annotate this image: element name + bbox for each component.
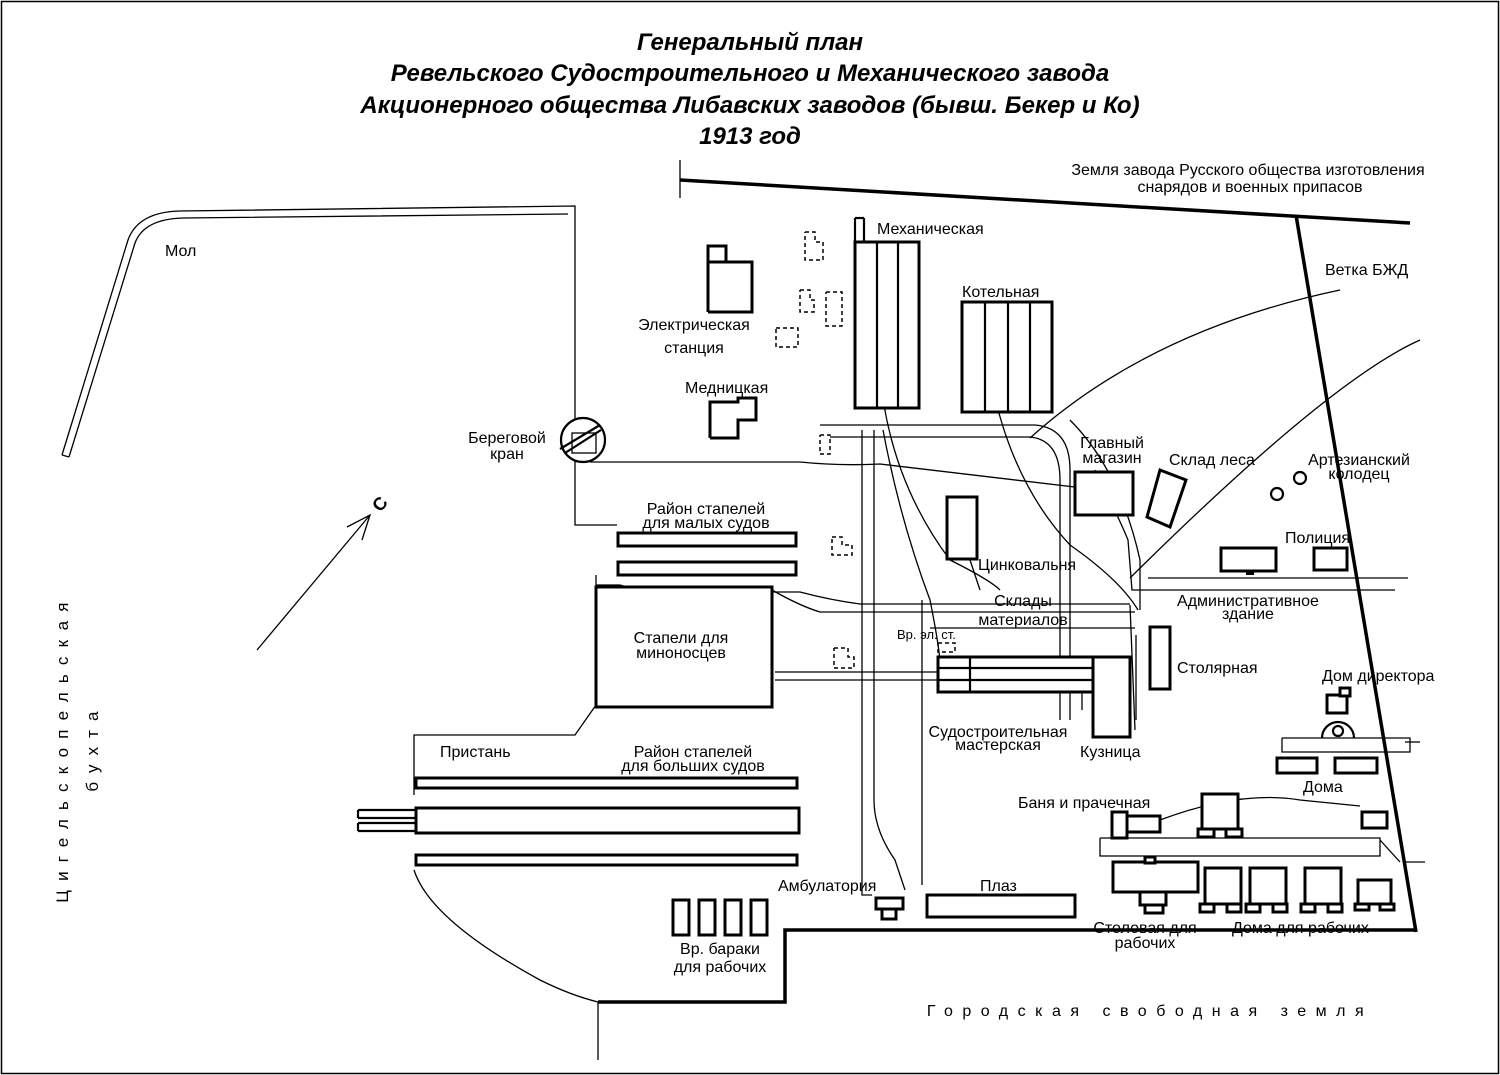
label-shipbuilding-1: Судостроительная [929, 724, 1068, 741]
label-temp-power: Вр. эл. ст. [897, 627, 956, 642]
label-crane-1: Береговой [468, 430, 546, 447]
house-1 [1275, 756, 1319, 775]
label-torpedo-slips-2: миноносцев [636, 645, 726, 662]
mol-breakwater [61, 205, 617, 526]
label-bay-2: бухта [83, 702, 102, 791]
police-building [1312, 546, 1349, 572]
label-bath: Баня и прачечная [1018, 795, 1150, 812]
label-main-store-1: Главный [1080, 435, 1144, 452]
label-mol: Мол [165, 243, 196, 260]
label-city-land: Городская свободная земля [927, 1003, 1373, 1020]
label-copper: Медницкая [685, 380, 768, 397]
label-stores-2: материалов [978, 612, 1067, 629]
label-pier: Пристань [440, 744, 511, 761]
buildings [356, 216, 1396, 937]
worker-house-4 [1356, 878, 1393, 906]
label-bay-1: Цигельскопельская [53, 593, 72, 902]
shipbuilding-workshop [936, 655, 1095, 694]
label-mechanical: Механическая [877, 221, 984, 238]
label-electric-2: станция [664, 340, 724, 357]
map-title: Генеральный план Ревельского Судостроите… [359, 29, 1139, 150]
big-slip-3 [414, 853, 799, 867]
artesian-well-1 [1269, 486, 1285, 502]
canteen [1111, 860, 1200, 894]
worker-house-1 [1203, 866, 1243, 906]
forge [1091, 655, 1132, 739]
planned-structures [775, 231, 956, 669]
house-3 [1360, 810, 1389, 830]
label-barracks-2: для рабочих [674, 959, 767, 976]
label-boiler: Котельная [962, 284, 1039, 301]
north-arrow [256, 513, 372, 651]
joinery [1148, 625, 1172, 691]
label-joinery: Столярная [1177, 660, 1258, 677]
clinic [874, 896, 905, 911]
small-slip-1 [616, 531, 798, 548]
label-small-slips-2: для малых судов [642, 515, 769, 532]
label-timber: Склад леса [1169, 452, 1255, 469]
administrative-building [1219, 546, 1278, 573]
timber-store [1145, 468, 1188, 530]
artesian-well-2 [1292, 470, 1308, 486]
small-slip-2 [616, 560, 798, 577]
label-neighbor-land-2: снарядов и военных припасов [1137, 179, 1362, 196]
barrack-2 [697, 898, 717, 937]
label-plaz: Плаз [980, 878, 1017, 895]
label-north: С [368, 493, 392, 516]
director-house [1325, 693, 1349, 715]
map-labels: Земля завода Русского общества изготовле… [53, 162, 1435, 1020]
mechanical-workshop [853, 240, 921, 410]
label-canteen-1: Столовая для [1093, 920, 1196, 937]
zinc-works [945, 495, 979, 561]
label-police: Полиция [1285, 530, 1350, 547]
bath-house [1110, 810, 1129, 840]
label-shipbuilding-2: мастерская [955, 737, 1041, 754]
barrack-1 [671, 898, 691, 937]
label-admin-1: Административное [1177, 593, 1319, 610]
barrack-4 [749, 898, 769, 937]
label-forge: Кузница [1080, 744, 1141, 761]
title-line-3: Акционерного общества Либавских заводов … [359, 92, 1139, 119]
label-well-2: колодец [1328, 466, 1389, 483]
label-director: Дом директора [1322, 668, 1435, 685]
title-line-2: Ревельского Судостроительного и Механиче… [391, 60, 1109, 87]
shore-crane [559, 416, 607, 464]
label-clinic: Амбулатория [778, 878, 876, 895]
label-worker-houses: Дома для рабочих [1232, 920, 1369, 937]
label-admin-2: здание [1222, 606, 1274, 623]
label-electric-1: Электрическая [638, 317, 750, 334]
label-railway-branch: Ветка БЖД [1325, 262, 1408, 279]
label-small-slips-1: Район стапелей [647, 501, 765, 518]
label-well-1: Артезианский [1308, 452, 1410, 469]
plaz [925, 893, 1077, 919]
house-2 [1333, 756, 1379, 775]
main-store [1073, 470, 1135, 517]
label-houses: Дома [1303, 779, 1343, 796]
title-line-4: 1913 год [699, 123, 801, 150]
label-torpedo-slips-1: Стапели для [634, 630, 729, 647]
territory-boundaries [597, 160, 1418, 1060]
worker-house-3 [1303, 866, 1343, 906]
estate-roads [1099, 635, 1425, 863]
label-big-slips-1: Район стапелей [634, 744, 752, 761]
label-big-slips-2: для больших судов [621, 758, 765, 775]
worker-house-2 [1248, 866, 1288, 906]
big-slip-1 [414, 776, 799, 790]
label-canteen-2: рабочих [1115, 935, 1176, 952]
label-barracks-1: Вр. бараки [680, 941, 760, 958]
big-slip-2 [414, 806, 801, 835]
label-neighbor-land-1: Земля завода Русского общества изготовле… [1071, 162, 1424, 179]
label-stores-1: Склады [994, 593, 1052, 610]
label-zinc: Цинковальня [978, 557, 1076, 574]
label-main-store-2: магазин [1082, 450, 1141, 467]
label-crane-2: кран [490, 446, 524, 463]
torpedo-slips-building [594, 585, 774, 709]
barrack-3 [723, 898, 743, 937]
title-line-1: Генеральный план [637, 29, 863, 56]
